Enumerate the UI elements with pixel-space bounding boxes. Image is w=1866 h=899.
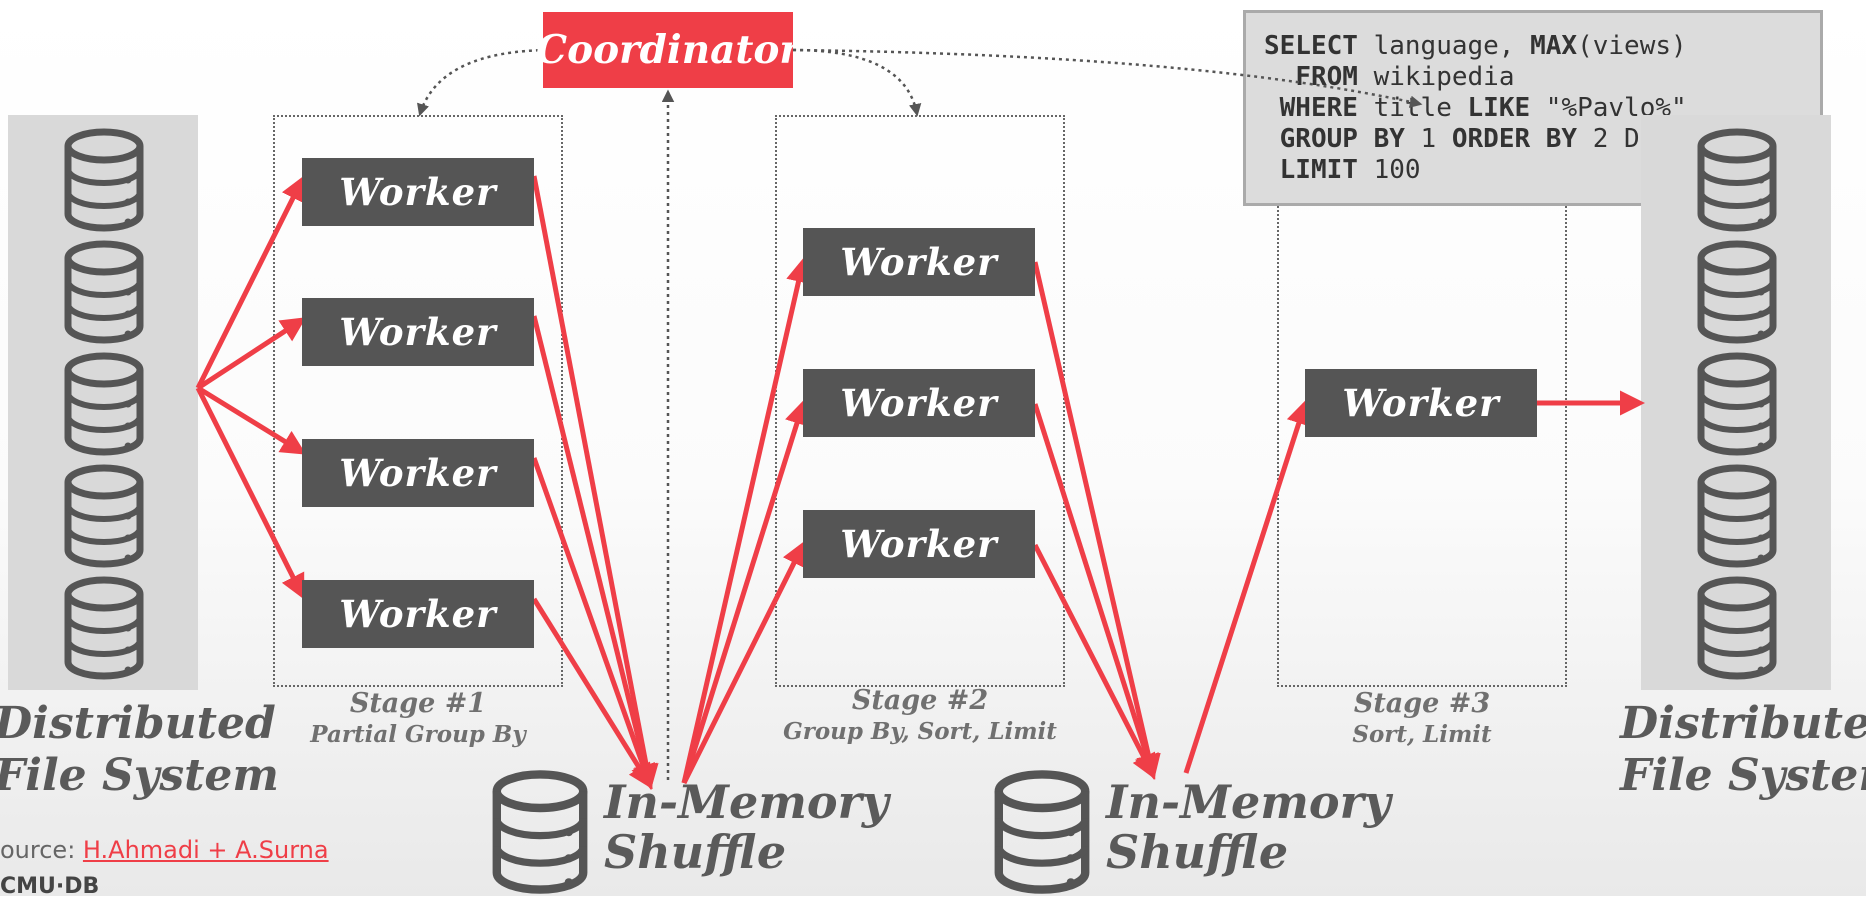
database-icon <box>68 132 140 228</box>
shuffle1-label-line2: Shuffle <box>604 825 787 879</box>
source-link[interactable]: H.Ahmadi + A.Surna <box>82 836 329 864</box>
worker-to-shuffle-arrow <box>531 175 659 790</box>
worker-to-shuffle-arrow <box>531 597 653 790</box>
database-icon <box>1701 580 1773 676</box>
dfs-to-worker-arrow <box>196 317 307 391</box>
dfs-right-label-line1: Distributed <box>1620 698 1866 749</box>
worker-to-shuffle-arrow <box>1032 543 1156 780</box>
stage1-worker-4: Worker <box>302 580 534 648</box>
dfs-left-label-line2: File System <box>0 750 279 801</box>
stage1-worker-2: Worker <box>302 298 534 366</box>
stage2-worker-1: Worker <box>803 228 1035 296</box>
coordinator-node: Coordinator <box>536 12 800 88</box>
dfs-right-label: Distributed File System <box>1620 698 1866 802</box>
shuffle2-label: In-Memory Shuffle <box>1106 777 1391 877</box>
cmu-db-logo: CMU·DB <box>0 874 100 899</box>
stage2-worker-2: Worker <box>803 369 1035 437</box>
database-icon <box>1701 468 1773 564</box>
shuffle2-label-line1: In-Memory <box>1106 775 1391 829</box>
shuffle1-label-line1: In-Memory <box>604 775 889 829</box>
stage1-worker-3: Worker <box>302 439 534 507</box>
dfs-left-panel <box>8 115 198 690</box>
dfs-to-worker-arrow <box>195 386 305 600</box>
stage1-title: Stage #1 <box>349 688 487 719</box>
stage2-subtitle: Group By, Sort, Limit <box>783 718 1057 745</box>
database-icon <box>68 468 140 564</box>
stage3-subtitle: Sort, Limit <box>1352 721 1492 748</box>
database-icon <box>68 580 140 676</box>
dfs-left-label: Distributed File System <box>0 698 279 802</box>
worker-to-shuffle-arrow <box>531 457 656 790</box>
stage3-title: Stage #3 <box>1353 688 1491 719</box>
stage1-worker-1: Worker <box>302 158 534 226</box>
database-icon <box>1701 244 1773 340</box>
dfs-right-panel <box>1641 115 1831 690</box>
database-icon <box>1701 356 1773 452</box>
worker-to-shuffle-arrow <box>1032 261 1161 780</box>
sql-query-box: SELECT language, FROMMAX(views) FROM wik… <box>1243 10 1823 206</box>
dfs-left-label-line1: Distributed <box>0 698 276 749</box>
database-icon <box>1701 132 1773 228</box>
dfs-to-worker-arrow <box>195 175 305 390</box>
database-icon <box>68 244 140 340</box>
database-icon <box>497 774 583 889</box>
stage1-label: Stage #1 Partial Group By <box>273 688 563 750</box>
shuffle-to-worker-arrow <box>1183 399 1311 774</box>
stage3-worker-1: Worker <box>1305 369 1537 437</box>
stage2-label: Stage #2 Group By, Sort, Limit <box>765 685 1075 747</box>
dfs-right-label-line2: File System <box>1620 750 1866 801</box>
shuffle-to-worker-arrow <box>681 540 806 785</box>
dfs-to-worker-arrow <box>196 385 307 455</box>
shuffle-to-worker-arrow <box>681 399 809 784</box>
coordinator-to-sql-arrow <box>792 48 1423 108</box>
stage2-worker-3: Worker <box>803 510 1035 578</box>
source-credit: ource: H.Ahmadi + A.Surna <box>0 836 329 864</box>
worker-to-shuffle-arrow <box>1032 403 1159 780</box>
shuffle2-label-line2: Shuffle <box>1106 825 1289 879</box>
database-icon <box>999 774 1085 889</box>
shuffle1-label: In-Memory Shuffle <box>604 777 889 877</box>
stage3-label: Stage #3 Sort, Limit <box>1277 688 1567 750</box>
stage2-title: Stage #2 <box>851 685 989 716</box>
shuffle-to-worker-arrow <box>681 257 811 784</box>
coordinator-to-stage1-arrow <box>417 48 554 117</box>
database-icon <box>68 356 140 452</box>
coordinator-to-stage2-arrow <box>792 48 922 117</box>
worker-to-shuffle-arrow <box>531 315 658 790</box>
stage1-subtitle: Partial Group By <box>310 721 526 748</box>
